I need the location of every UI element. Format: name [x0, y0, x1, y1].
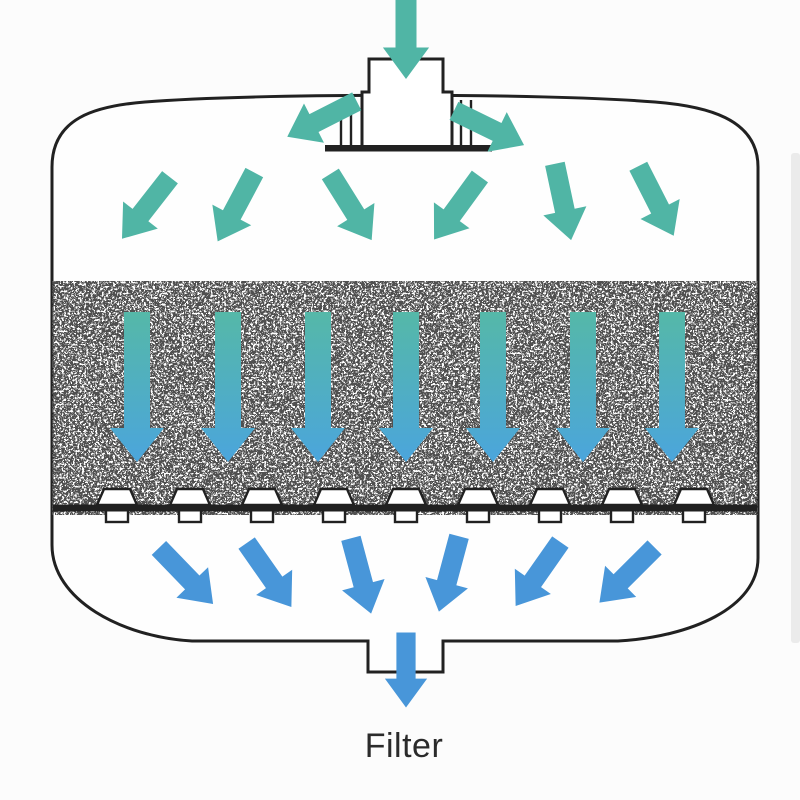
inlet-baffle-plate: [325, 145, 492, 152]
nozzle-cap: [528, 487, 572, 507]
nozzle-cap: [672, 487, 716, 507]
nozzle-cap: [312, 487, 356, 507]
nozzle-cap: [240, 487, 284, 507]
underdrain-plate: [53, 504, 757, 512]
right-edge-strip: [791, 153, 800, 643]
diagram-caption: Filter: [365, 727, 444, 765]
nozzle-cap: [600, 487, 644, 507]
nozzle-cap: [95, 487, 139, 507]
nozzle-cap: [168, 487, 212, 507]
nozzle-cap: [384, 487, 428, 507]
inlet-pipe: [360, 57, 454, 152]
nozzle-caps: [95, 487, 716, 507]
nozzle-cap: [456, 487, 500, 507]
